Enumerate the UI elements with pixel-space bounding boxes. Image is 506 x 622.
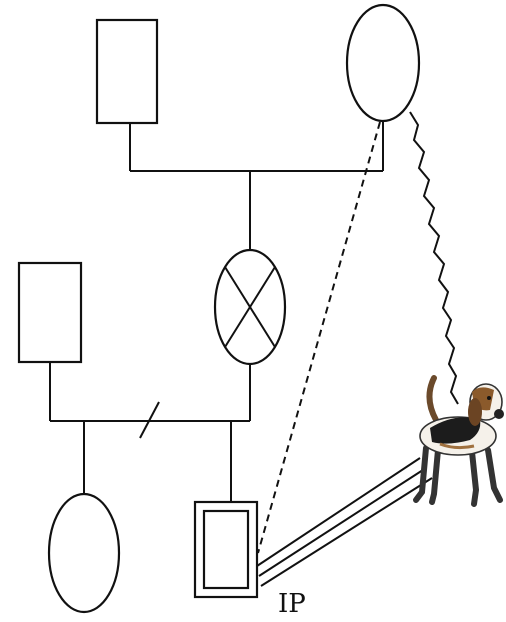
close-relationship-line	[256, 457, 433, 587]
grandparents-marriage-line	[129, 121, 384, 172]
separation-slash	[139, 401, 160, 439]
sister-circle	[47, 492, 121, 614]
parents-marriage-line	[49, 362, 251, 422]
paternal-grandmother-circle	[345, 3, 421, 123]
conflict-relationship-line	[409, 111, 459, 405]
dog-figure	[413, 375, 504, 507]
father-square	[17, 261, 83, 364]
mother-deceased-circle	[213, 248, 287, 366]
ip-label: IP	[278, 589, 306, 619]
distant-relationship-line	[257, 121, 381, 554]
paternal-grandfather-square	[95, 18, 159, 125]
children-sibling-line	[83, 421, 232, 502]
identified-patient-square	[193, 500, 259, 599]
